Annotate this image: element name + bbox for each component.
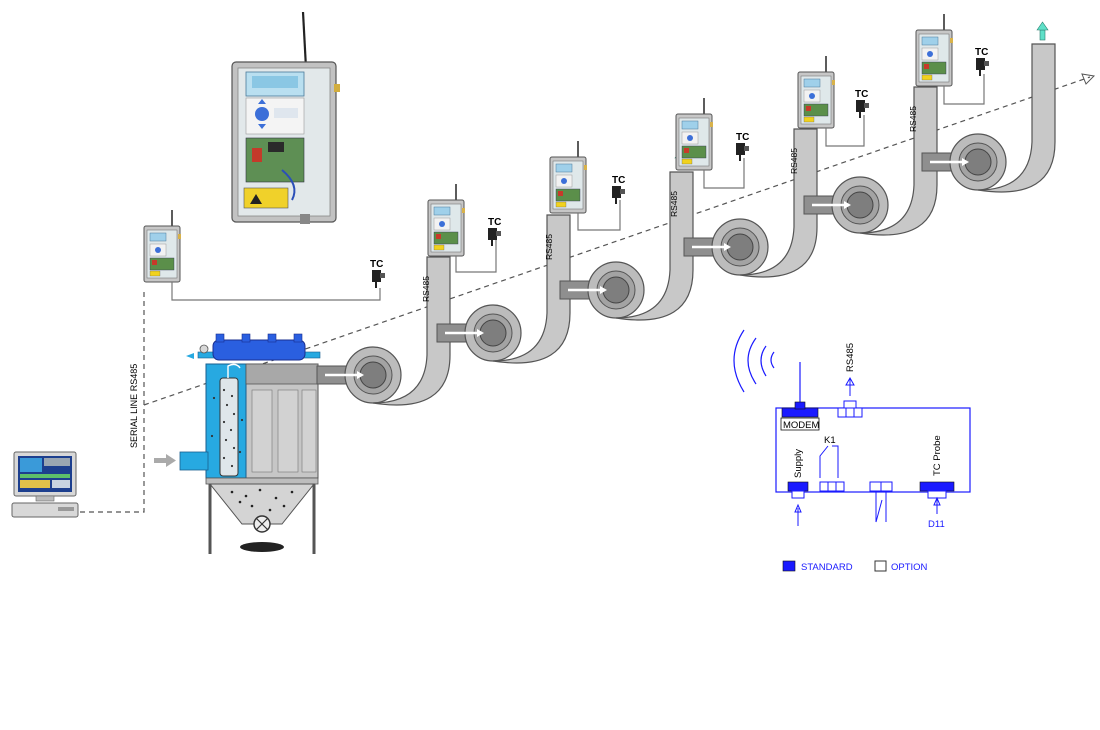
tc-label-5: TC bbox=[855, 89, 868, 100]
d11-label: D11 bbox=[928, 519, 945, 530]
tc-sensor-5 bbox=[855, 99, 870, 119]
board-outline bbox=[775, 407, 971, 493]
serial-line-label: SERIAL LINE RS485 bbox=[129, 364, 139, 448]
device-2 bbox=[427, 183, 466, 257]
tc-label-1: TC bbox=[370, 259, 383, 270]
rs485-label-1: RS485 bbox=[421, 276, 431, 302]
tc-label-2: TC bbox=[488, 217, 501, 228]
k1-terminal bbox=[819, 481, 845, 492]
tc-probe-label: TC Probe bbox=[932, 435, 943, 476]
fan-unit-1 bbox=[315, 233, 452, 407]
device-3 bbox=[549, 140, 588, 214]
tc-label-4: TC bbox=[736, 132, 749, 143]
rs485-label-5: RS485 bbox=[908, 106, 918, 132]
rs485-label-2: RS485 bbox=[544, 234, 554, 260]
modem-label: MODEM bbox=[783, 420, 820, 431]
rs485-wiring-label: RS485 bbox=[845, 343, 856, 372]
tc-sensor-2 bbox=[487, 227, 502, 247]
radio-waves-icon bbox=[733, 329, 775, 393]
rs485-arrow-icon bbox=[845, 377, 855, 397]
device-4 bbox=[675, 97, 714, 171]
tc-sensor-4 bbox=[735, 142, 750, 162]
main-controller-unit bbox=[231, 11, 340, 224]
rs485-label-4: RS485 bbox=[789, 148, 799, 174]
computer-workstation bbox=[11, 451, 79, 518]
tc-label-6: TC bbox=[975, 47, 988, 58]
legend: STANDARD OPTION bbox=[782, 560, 928, 573]
wiring-schematic: MODEM RS485 K1 Supply TC Probe D11 bbox=[733, 329, 971, 530]
tc-sensor-1 bbox=[371, 269, 386, 289]
dust-collector bbox=[154, 333, 341, 554]
modem-block bbox=[781, 407, 819, 418]
rs485-terminal bbox=[837, 407, 863, 418]
tc-probe-terminal bbox=[919, 481, 955, 492]
device-5 bbox=[797, 55, 836, 129]
legend-standard-label: STANDARD bbox=[801, 562, 853, 573]
serial-line-path bbox=[80, 290, 145, 513]
rs485-label-3: RS485 bbox=[669, 191, 679, 217]
legend-option-swatch bbox=[874, 560, 887, 572]
supply-terminal bbox=[787, 481, 809, 492]
legend-standard-swatch bbox=[782, 560, 796, 572]
k1-label: K1 bbox=[824, 435, 836, 446]
tc-sensor-3 bbox=[611, 185, 626, 205]
device-6 bbox=[915, 13, 954, 87]
supply-label: Supply bbox=[793, 449, 804, 478]
tc-sensor-6 bbox=[975, 57, 990, 77]
legend-option-label: OPTION bbox=[891, 562, 928, 573]
sensor-wires bbox=[171, 74, 985, 301]
device-1 bbox=[143, 209, 182, 283]
tc-label-3: TC bbox=[612, 175, 625, 186]
backbone-arrow-head bbox=[1081, 73, 1096, 85]
